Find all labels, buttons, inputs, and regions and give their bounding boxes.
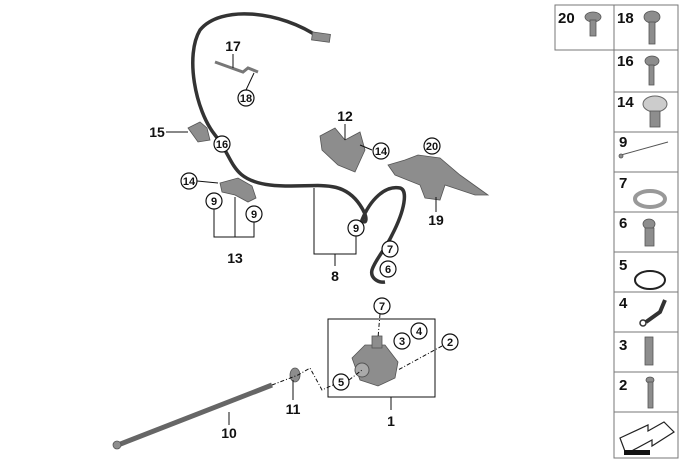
part-tile-16[interactable]: 16 <box>613 49 679 93</box>
callout-label: 12 <box>337 108 353 124</box>
callout-10[interactable]: 10 <box>221 425 237 441</box>
part-number: 2 <box>619 377 627 394</box>
part-tile-6[interactable]: 6 <box>613 211 679 253</box>
callout-6[interactable]: 6 <box>379 260 397 278</box>
part-number: 16 <box>617 53 634 70</box>
callout-label: 2 <box>447 337 453 349</box>
callout-label: 18 <box>240 93 252 105</box>
callout-label: 4 <box>416 326 423 338</box>
callout-label: 15 <box>149 124 165 140</box>
callout-label: 9 <box>353 223 359 235</box>
callout-label: 9 <box>211 196 217 208</box>
callout-1[interactable]: 1 <box>387 413 395 429</box>
parts-panel-nav[interactable] <box>613 411 679 459</box>
callout-2[interactable]: 2 <box>441 333 459 351</box>
part-number: 3 <box>619 337 627 354</box>
callout-15[interactable]: 15 <box>149 124 165 140</box>
dust-cap-icon <box>644 299 667 324</box>
callout-3[interactable]: 3 <box>393 332 411 350</box>
callout-14-holder[interactable]: 14 <box>180 172 198 190</box>
clip-icon <box>642 95 668 113</box>
callout-label: 20 <box>426 141 438 153</box>
part-tile-7[interactable]: 7 <box>613 171 679 213</box>
callout-label: 11 <box>286 401 301 417</box>
callout-7-top[interactable]: 7 <box>381 240 399 258</box>
arrow-icon <box>619 421 675 455</box>
part-number: 4 <box>619 295 628 312</box>
part-tile-18[interactable]: 18 <box>613 4 679 51</box>
part-number: 14 <box>617 94 634 111</box>
callout-17[interactable]: 17 <box>225 38 241 54</box>
callout-label: 6 <box>385 264 391 276</box>
parts-panel: 20 18 16 14 9 7 6 <box>554 4 679 459</box>
callout-12[interactable]: 12 <box>337 108 353 124</box>
part-tile-2[interactable]: 2 <box>613 371 679 413</box>
bracket-12 <box>319 127 366 173</box>
part-number: 5 <box>619 257 627 274</box>
callout-19[interactable]: 19 <box>428 212 444 228</box>
callout-label: 3 <box>399 336 405 348</box>
slave-cylinder <box>351 335 399 387</box>
o-ring-icon <box>634 270 666 290</box>
callout-label: 13 <box>227 250 243 266</box>
part-tile-3[interactable]: 3 <box>613 331 679 373</box>
part-number: 7 <box>619 175 627 192</box>
callout-4[interactable]: 4 <box>410 322 428 340</box>
leader-lines <box>166 54 443 425</box>
part-tile-9[interactable]: 9 <box>613 131 679 173</box>
callout-11[interactable]: 11 <box>286 401 301 417</box>
part-tile-5[interactable]: 5 <box>613 251 679 293</box>
callout-label: 7 <box>379 301 385 313</box>
callout-14-bracket[interactable]: 14 <box>372 142 390 160</box>
callout-label: 14 <box>183 176 196 188</box>
part-number: 9 <box>619 134 627 151</box>
callout-9-hose[interactable]: 9 <box>347 219 365 237</box>
holder-15 <box>187 121 211 143</box>
hollow-bolt-icon <box>642 218 656 230</box>
callout-20[interactable]: 20 <box>423 137 441 155</box>
screw-icon <box>644 55 660 67</box>
cable-tie-icon <box>620 141 669 156</box>
callout-label: 17 <box>225 38 241 54</box>
part-tile-4[interactable]: 4 <box>613 291 679 333</box>
callout-16[interactable]: 16 <box>213 135 231 153</box>
part-tile-14[interactable]: 14 <box>613 91 679 133</box>
callout-label: 9 <box>251 209 257 221</box>
part-number: 18 <box>617 10 634 27</box>
bracket-19 <box>387 154 490 201</box>
screw-icon <box>643 10 661 24</box>
part-number: 6 <box>619 215 627 232</box>
callout-9-left[interactable]: 9 <box>205 192 223 210</box>
pin-11 <box>289 367 301 383</box>
part-number: 20 <box>558 10 575 27</box>
callout-8[interactable]: 8 <box>331 268 339 284</box>
callout-label: 8 <box>331 268 339 284</box>
callout-13[interactable]: 13 <box>227 250 243 266</box>
callout-18[interactable]: 18 <box>237 89 255 107</box>
bleed-valve-icon <box>644 336 654 366</box>
callout-label: 14 <box>375 146 388 158</box>
callout-label: 10 <box>221 425 237 441</box>
callout-label: 16 <box>216 139 228 151</box>
callout-label: 5 <box>338 377 344 389</box>
part-tile-20[interactable]: 20 <box>554 4 615 51</box>
sealing-ring-icon <box>633 189 667 209</box>
callout-5[interactable]: 5 <box>332 373 350 391</box>
callout-label: 1 <box>387 413 395 429</box>
callout-9-right[interactable]: 9 <box>245 205 263 223</box>
callout-label: 7 <box>387 244 393 256</box>
pushrod-10 <box>112 382 273 450</box>
callout-label: 19 <box>428 212 444 228</box>
bracket-17 <box>214 60 259 74</box>
holder-13 <box>219 177 257 203</box>
callout-7-bottom[interactable]: 7 <box>373 297 391 315</box>
assembly-box-1 <box>327 318 436 398</box>
